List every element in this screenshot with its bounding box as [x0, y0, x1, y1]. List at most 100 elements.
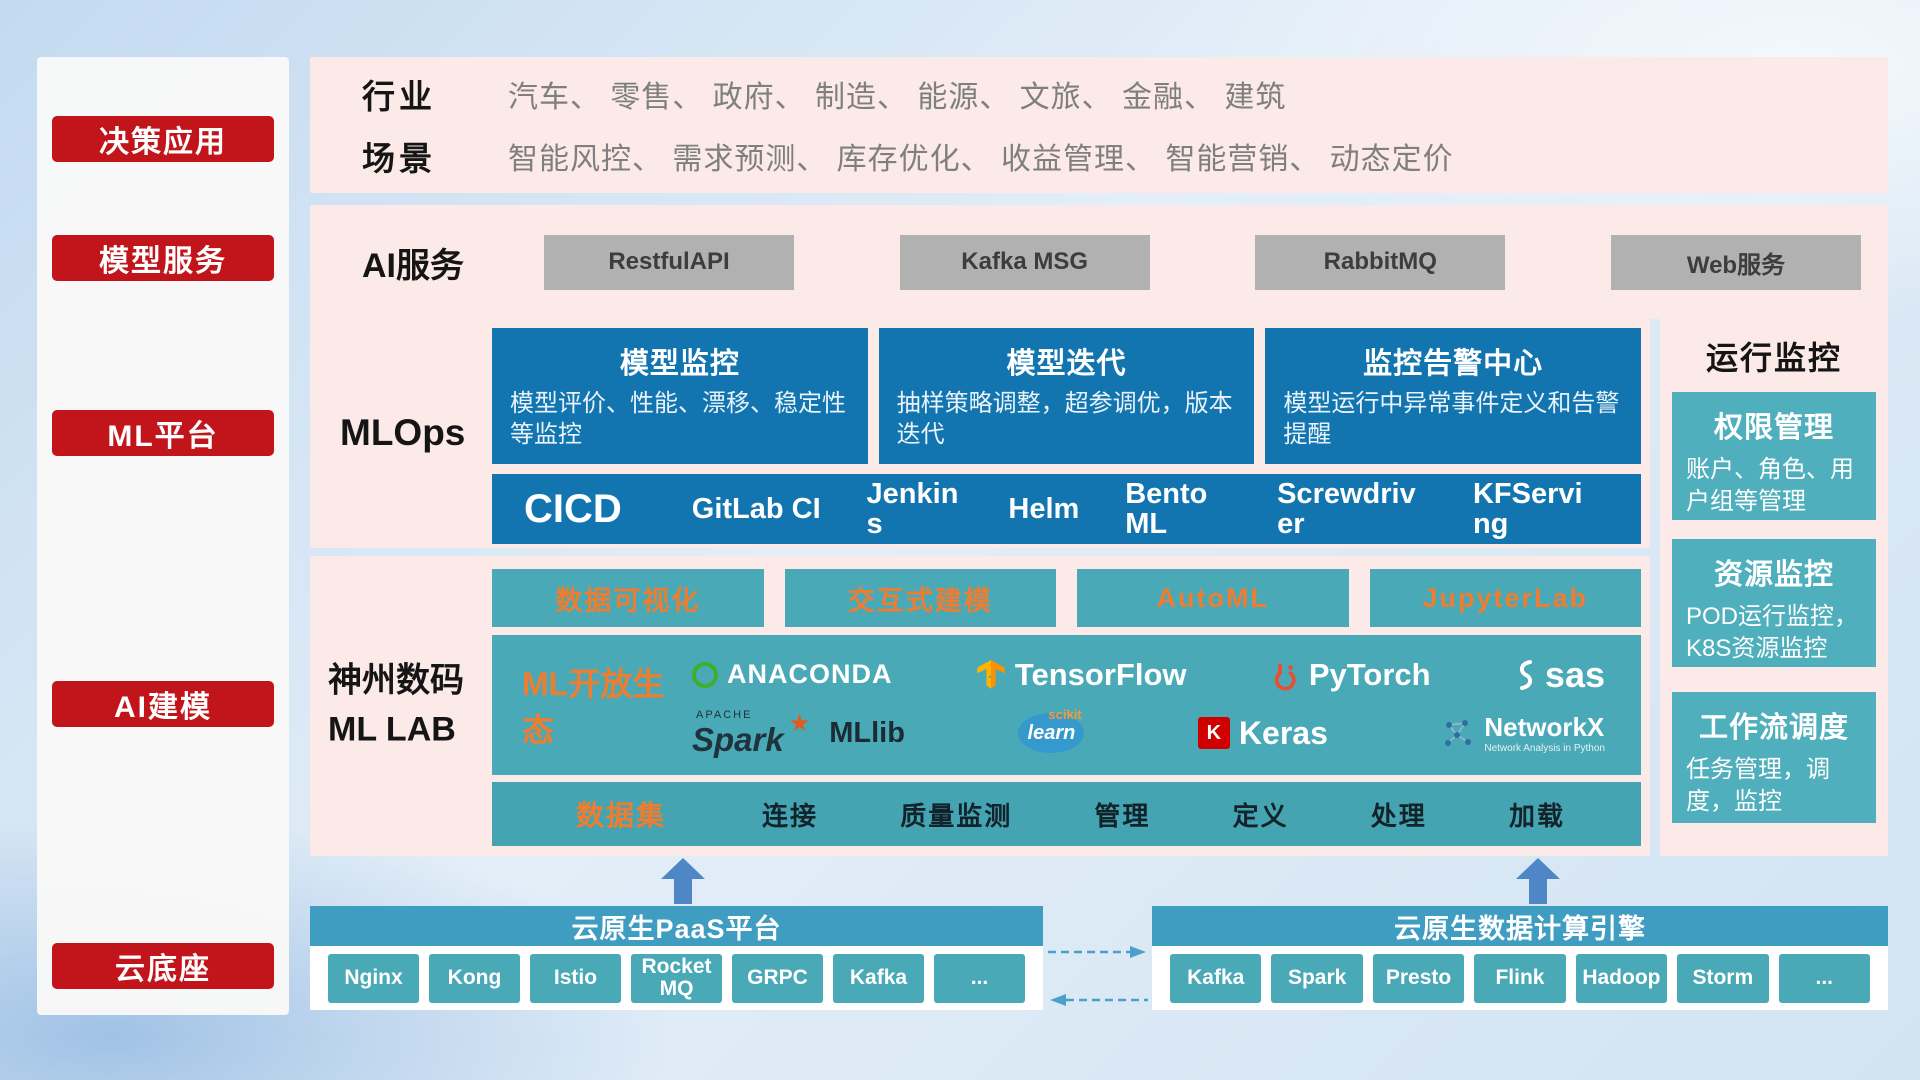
- card-title: 模型监控: [619, 348, 740, 380]
- spark-mllib-logo: APACHE Spark ★ MLlib: [692, 709, 905, 759]
- bentoml-item: BentoML: [1125, 477, 1208, 540]
- resource-monitoring-card: 资源监控 POD运行监控，K8S资源监控: [1672, 539, 1876, 667]
- rocketmq-box: RocketMQ: [631, 953, 722, 1003]
- card-title: 工作流调度: [1698, 712, 1849, 744]
- helm-item: Helm: [1008, 492, 1080, 525]
- mllab-tools-row: 数据可视化 交互式建模 AutoML JupyterLab: [492, 569, 1641, 627]
- sidebar-item-model-service: 模型服务: [52, 235, 274, 281]
- mllab-label-line2: ML LAB: [328, 711, 456, 749]
- gitlab-ci-item: GitLab CI: [691, 492, 821, 525]
- mlops-panel: MLOps 模型监控 模型评价、性能、漂移、稳定性等监控 模型迭代 抽样策略调整…: [310, 318, 1650, 548]
- storm-box: Storm: [1677, 953, 1769, 1003]
- dataset-item-quality: 质量监测: [900, 800, 1013, 831]
- hadoop-box: Hadoop: [1575, 953, 1668, 1003]
- scikit-label: scikit: [1048, 707, 1082, 723]
- keras-wordmark: Keras: [1238, 714, 1328, 751]
- card-title: 权限管理: [1713, 412, 1834, 444]
- keras-k-icon: K: [1197, 717, 1230, 750]
- card-title: 资源监控: [1713, 559, 1834, 591]
- mllab-label-line1: 神州数码: [328, 661, 464, 700]
- spark-wordmark: APACHE Spark: [692, 710, 784, 759]
- networkx-subtitle: Network Analysis in Python: [1484, 742, 1605, 754]
- industry-label: 行业: [362, 78, 436, 116]
- mllib-label: MLlib: [829, 716, 905, 749]
- pytorch-icon: [1274, 662, 1296, 691]
- anaconda-ring-icon: [692, 661, 718, 688]
- alert-center-card: 监控告警中心 模型运行中异常事件定义和告警提醒: [1265, 328, 1642, 464]
- ai-service-buttons: RestfulAPI Kafka MSG RabbitMQ Web服务: [544, 234, 1861, 290]
- kfserving-item: KFServing: [1472, 477, 1583, 540]
- jupyterlab-box: JupyterLab: [1369, 569, 1641, 627]
- sas-logo: sas: [1514, 654, 1605, 696]
- anaconda-logo: ANACONDA: [692, 659, 893, 690]
- ecosystem-logo-row: APACHE Spark ★ MLlib scikit learn K: [692, 707, 1605, 759]
- web-service-box: Web服务: [1610, 234, 1861, 290]
- model-monitoring-card: 模型监控 模型评价、性能、漂移、稳定性等监控: [492, 328, 868, 464]
- data-flow-dashed-arrows-icon: [1048, 946, 1148, 1006]
- scenario-row: 场景 智能风控、 需求预测、 库存优化、 收益管理、 智能营销、 动态定价: [362, 132, 1888, 180]
- restfulapi-box: RestfulAPI: [544, 234, 794, 290]
- card-desc: POD运行监控，K8S资源监控: [1686, 603, 1859, 663]
- ml-ecosystem-box: ML开放生态 ANACONDA TensorFlow: [492, 635, 1641, 775]
- mllab-label: 神州数码 ML LAB: [328, 657, 464, 756]
- ai-service-label: AI服务: [362, 246, 464, 285]
- spark-text: Spark: [692, 721, 784, 759]
- ecosystem-logos: ANACONDA TensorFlow: [692, 635, 1641, 775]
- spark-star-icon: ★: [788, 709, 811, 737]
- grpc-box: GRPC: [732, 953, 823, 1003]
- sidebar-item-ml-platform: ML平台: [52, 410, 274, 456]
- more-box: ...: [934, 953, 1025, 1003]
- ai-service-panel: AI服务 RestfulAPI Kafka MSG RabbitMQ Web服务: [310, 205, 1888, 319]
- industry-scenario-panel: 行业 汽车、 零售、 政府、 制造、 能源、 文旅、 金融、 建筑 场景 智能风…: [310, 57, 1888, 193]
- model-iteration-card: 模型迭代 抽样策略调整，超参调优，版本迭代: [878, 328, 1255, 464]
- screwdriver-item: Screwdriver: [1277, 477, 1416, 540]
- pytorch-wordmark: PyTorch: [1308, 656, 1431, 692]
- dataset-item-process: 处理: [1370, 800, 1427, 831]
- cicd-label: CICD: [524, 486, 622, 531]
- left-category-rail: 决策应用 模型服务 ML平台 AI建模 云底座: [37, 57, 289, 1015]
- learn-text: learn: [1027, 721, 1076, 744]
- more-box: ...: [1778, 953, 1870, 1003]
- tensorflow-icon: [977, 659, 1005, 689]
- card-title: 监控告警中心: [1363, 348, 1544, 380]
- presto-box: Presto: [1372, 953, 1465, 1003]
- cicd-bar: CICD GitLab CI Jenkins Helm BentoML Scre…: [492, 474, 1641, 544]
- card-title: 模型迭代: [1006, 348, 1127, 380]
- sas-swoosh-icon: [1519, 659, 1532, 690]
- spark-box: Spark: [1271, 953, 1363, 1003]
- scikit-learn-logo: scikit learn: [1018, 707, 1085, 754]
- scenario-value: 智能风控、 需求预测、 库存优化、 收益管理、 智能营销、 动态定价: [508, 142, 1454, 176]
- dataset-items: 连接 质量监测 管理 定义 处理 加载: [762, 796, 1565, 833]
- paas-platform-bar: 云原生PaaS平台: [310, 906, 1043, 946]
- card-desc: 抽样策略调整，超参调优，版本迭代: [896, 390, 1233, 449]
- networkx-icon: [1445, 720, 1472, 747]
- paas-components-strip: Nginx Kong Istio RocketMQ GRPC Kafka ...: [310, 946, 1043, 1010]
- sidebar-item-decision-apps: 决策应用: [52, 116, 274, 162]
- mlops-cards: 模型监控 模型评价、性能、漂移、稳定性等监控 模型迭代 抽样策略调整，超参调优，…: [492, 328, 1642, 464]
- istio-box: Istio: [530, 953, 621, 1003]
- sidebar-item-ai-modeling: AI建模: [52, 681, 274, 727]
- card-desc: 账户、角色、用户组等管理: [1686, 456, 1854, 516]
- kafka-box: Kafka: [833, 953, 924, 1003]
- networkx-text: NetworkX: [1484, 711, 1605, 742]
- run-monitoring-panel: 运行监控 权限管理 账户、角色、用户组等管理 资源监控 POD运行监控，K8S资…: [1660, 318, 1888, 856]
- dataset-item-define: 定义: [1232, 800, 1289, 831]
- card-desc: 任务管理，调度，监控: [1686, 756, 1830, 816]
- sas-wordmark: sas: [1544, 653, 1605, 695]
- keras-logo: K Keras: [1197, 714, 1328, 752]
- kafka-msg-box: Kafka MSG: [899, 234, 1150, 290]
- rabbitmq-box: RabbitMQ: [1255, 234, 1506, 290]
- flink-box: Flink: [1474, 953, 1566, 1003]
- run-monitoring-title: 运行监控: [1705, 340, 1842, 376]
- dataset-label: 数据集: [576, 800, 667, 831]
- engine-components-strip: Kafka Spark Presto Flink Hadoop Storm ..…: [1152, 946, 1888, 1010]
- data-engine-bar: 云原生数据计算引擎: [1152, 906, 1888, 946]
- scenario-label: 场景: [362, 139, 436, 177]
- automl-box: AutoML: [1077, 569, 1349, 627]
- card-desc: 模型运行中异常事件定义和告警提醒: [1283, 390, 1620, 449]
- sidebar-item-cloud-base: 云底座: [52, 943, 274, 989]
- card-desc: 模型评价、性能、漂移、稳定性等监控: [510, 390, 846, 449]
- nginx-box: Nginx: [328, 953, 419, 1003]
- networkx-logo: NetworkX Network Analysis in Python: [1441, 711, 1605, 754]
